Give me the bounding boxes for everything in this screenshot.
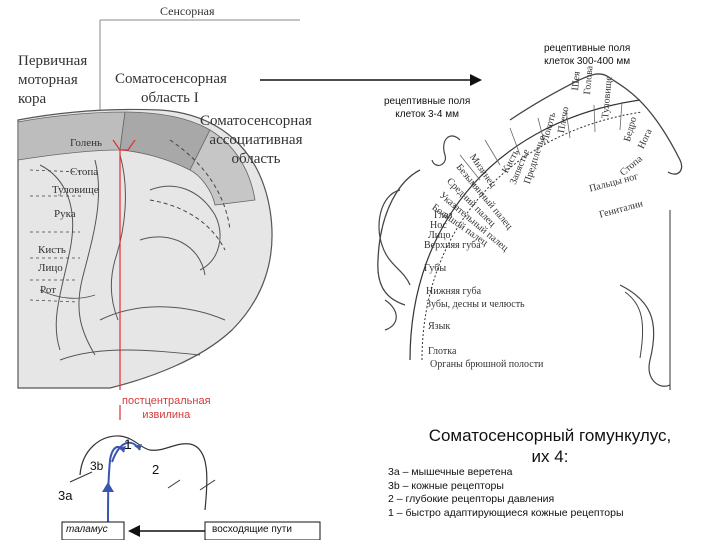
homunculus-label: Глаз xyxy=(434,210,453,221)
brain-drawing xyxy=(17,19,300,420)
body-part-label: Стопа xyxy=(70,166,99,178)
associative-area-label: Соматосенсорная ассоциативная область xyxy=(200,112,312,169)
ascending-pathways-label: восходящие пути xyxy=(212,524,292,535)
somatosensory-area-1-label: Соматосенсорная область I xyxy=(115,70,227,108)
legend-item: 3а – мышечные веретена xyxy=(388,466,513,478)
legend-title-line1: Соматосенсорный гомункулус, xyxy=(428,426,672,445)
pathway-label-3b: 3b xyxy=(90,459,104,473)
homunculus-label: Верхняя губа xyxy=(424,240,481,251)
body-part-label: Голень xyxy=(70,137,103,149)
assoc-line3: область xyxy=(231,151,281,167)
postcentral-gyrus-label: постцентральная извилина xyxy=(122,394,211,422)
pathway-diagram xyxy=(61,435,321,540)
arrow-to-receptive xyxy=(260,74,482,86)
receptive-small-label: рецептивные поля клеток 3-4 мм xyxy=(384,95,470,121)
legend-item: 3b – кожные рецепторы xyxy=(388,479,504,492)
homunculus-label: Шея xyxy=(570,70,583,91)
receptive-large-line2: клеток 300-400 мм xyxy=(544,56,631,67)
homunculus-label: Зубы, десны и челюсть xyxy=(426,299,525,310)
assoc-line1: Соматосенсорная xyxy=(200,113,312,129)
homunculus-label: Органы брюшной полости xyxy=(430,359,544,370)
pathway-label-3a: 3а xyxy=(58,488,73,503)
postcentral-line1: постцентральная xyxy=(122,395,211,407)
body-part-label: Кисть xyxy=(38,244,66,256)
body-part-label: Рот xyxy=(40,284,57,296)
assoc-line2: ассоциативная xyxy=(209,132,303,148)
primary-motor-label: Первичная моторная кора xyxy=(18,52,87,109)
pathway-label-1: 1 xyxy=(124,436,132,452)
legend-item: 2 – глубокие рецепторы давления xyxy=(388,493,555,505)
receptive-large-line1: рецептивные поля xyxy=(544,43,631,54)
body-part-label: Лицо xyxy=(38,262,63,274)
primary-motor-line1: Первичная xyxy=(18,53,88,69)
primary-motor-line3: кора xyxy=(18,91,47,107)
legend-item: 1 – быстро адаптирующиеся кожные рецепто… xyxy=(388,506,624,519)
homunculus-label: Нос xyxy=(430,220,447,231)
somato1-line1: Соматосенсорная xyxy=(115,71,227,87)
legend-title-line2: их 4: xyxy=(531,447,569,466)
postcentral-line2: извилина xyxy=(142,409,191,421)
primary-motor-line2: моторная xyxy=(18,72,78,88)
legend-title: Соматосенсорный гомункулус, их 4: xyxy=(390,425,710,467)
homunculus-drawing xyxy=(377,73,683,390)
body-part-label: Туловище xyxy=(52,184,99,196)
somato1-line2: область I xyxy=(141,90,199,106)
body-part-label: Рука xyxy=(54,208,76,220)
receptive-small-line2: клеток 3-4 мм xyxy=(395,109,459,120)
receptive-large-label: рецептивные поля клеток 300-400 мм xyxy=(544,42,630,68)
sensory-header: Сенсорная xyxy=(160,4,215,18)
homunculus-label: Губы xyxy=(424,263,447,274)
homunculus-label: Нижняя губа xyxy=(426,286,482,297)
homunculus-label: Глотка xyxy=(428,346,457,357)
thalamus-label: таламус xyxy=(66,524,108,535)
receptive-small-line1: рецептивные поля xyxy=(384,96,471,107)
pathway-label-2: 2 xyxy=(152,462,160,477)
legend-list: 3а – мышечные веретена 3b – кожные рецеп… xyxy=(388,466,624,520)
homunculus-label: Язык xyxy=(428,321,451,332)
homunculus-label: Лицо xyxy=(428,230,451,241)
